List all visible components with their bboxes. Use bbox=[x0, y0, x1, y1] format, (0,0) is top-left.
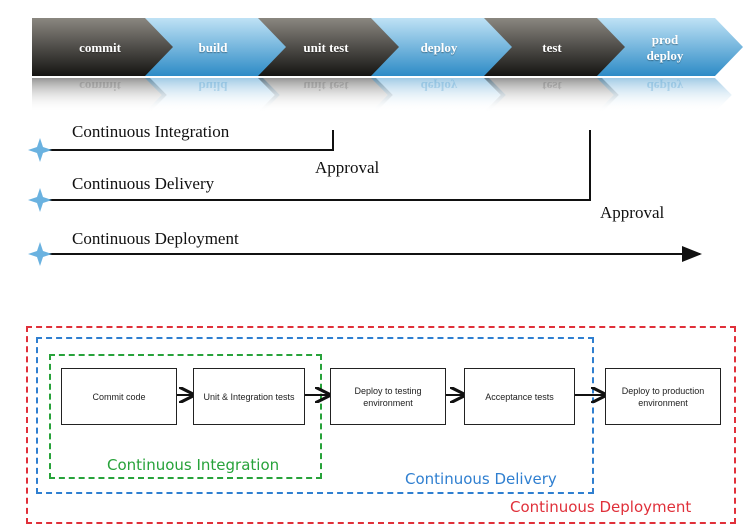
chevron-label-reflection: unit test bbox=[303, 79, 349, 94]
stage-commit-code: Commit code bbox=[61, 368, 177, 425]
ci-zone bbox=[49, 354, 322, 479]
chevron-label: build bbox=[198, 40, 228, 55]
cdelivery-star-icon bbox=[28, 188, 52, 212]
stage-unit-integration-tests: Unit & Integration tests bbox=[193, 368, 305, 425]
chevron-label: commit bbox=[79, 40, 121, 55]
chevron-reflection bbox=[484, 78, 619, 112]
cdelivery-approval-label: Approval bbox=[600, 203, 665, 222]
ci-track-label: Continuous Integration bbox=[72, 122, 230, 141]
stage-acceptance-tests: Acceptance tests bbox=[464, 368, 575, 425]
cdeploy-track-label: Continuous Deployment bbox=[72, 229, 239, 248]
chevron-label: prod deploy bbox=[646, 32, 684, 63]
cdelivery-zone bbox=[36, 337, 594, 494]
chevron-reflection bbox=[371, 78, 506, 112]
chevron-label: test bbox=[542, 40, 562, 55]
chevron-deploy bbox=[371, 18, 517, 76]
cdeploy-zone bbox=[26, 326, 736, 524]
chevron-label: unit test bbox=[303, 40, 349, 55]
chevron-label-reflection: test bbox=[542, 79, 562, 94]
ci-approval-label: Approval bbox=[315, 158, 380, 177]
chevron-reflection bbox=[597, 78, 732, 112]
cdelivery-arrow bbox=[40, 130, 591, 201]
flow-arrows bbox=[177, 380, 750, 410]
chevron-label-reflection: build bbox=[198, 79, 228, 94]
pipeline-chevrons bbox=[32, 18, 743, 112]
chevron-unit-test bbox=[258, 18, 404, 76]
chevron-commit bbox=[32, 18, 178, 76]
chevron-label-reflection: commit bbox=[79, 79, 121, 94]
stage-deploy-testing: Deploy to testing environment bbox=[330, 368, 446, 425]
cdelivery-track-label: Continuous Delivery bbox=[72, 174, 215, 193]
cdelivery-zone-label: Continuous Delivery bbox=[405, 470, 557, 488]
ci-arrow bbox=[40, 130, 334, 151]
cdeploy-zone-label: Continuous Deployment bbox=[510, 498, 692, 516]
chevron-label-reflection: deploy bbox=[420, 79, 458, 94]
chevron-reflection bbox=[145, 78, 280, 112]
chevron-prod-deploy bbox=[597, 18, 743, 76]
chevron-reflection bbox=[258, 78, 393, 112]
ci-zone-label: Continuous Integration bbox=[107, 456, 280, 474]
ci-star-icon bbox=[28, 138, 52, 162]
cdeploy-star-icon bbox=[28, 242, 52, 266]
chevron-test bbox=[484, 18, 630, 76]
chevron-reflection bbox=[32, 78, 167, 112]
chevron-label-reflection: deploy bbox=[646, 79, 684, 94]
chevron-build bbox=[145, 18, 291, 76]
tracks-arrows bbox=[28, 130, 702, 266]
chevron-label: deploy bbox=[420, 40, 458, 55]
stage-deploy-production: Deploy to production environment bbox=[605, 368, 721, 425]
